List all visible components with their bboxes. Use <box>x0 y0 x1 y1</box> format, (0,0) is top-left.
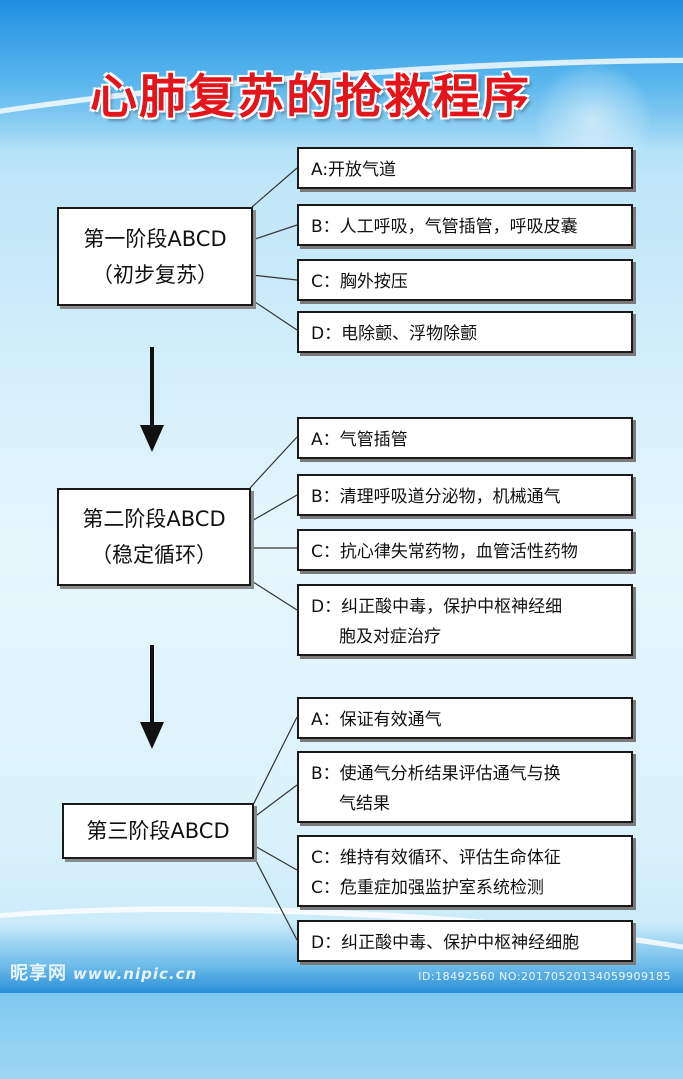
page-title: 心肺复苏的抢救程序 <box>90 70 531 125</box>
stage-3-item-a: A：保证有效通气 <box>297 697 633 739</box>
down-arrow-head <box>140 425 164 452</box>
item-line: C：胸外按压 <box>311 272 408 292</box>
stage-2-subtitle: （稳定循环） <box>91 543 217 567</box>
stage-1-item-d: D：电除颤、浮物除颤 <box>297 311 633 353</box>
stage-2-item-d: D：纠正酸中毒，保护中枢神经细 胞及对症治疗 <box>297 584 633 656</box>
stage-1-item-c: C：胸外按压 <box>297 259 633 301</box>
connector-line <box>251 224 298 241</box>
watermark-url: www.nipic.cn <box>73 965 198 983</box>
item-line: A：保证有效通气 <box>311 710 442 730</box>
stage-3-item-d: D：纠正酸中毒、保护中枢神经细胞 <box>297 920 633 962</box>
item-line: C：危重症加强监护室系统检测 <box>311 878 544 898</box>
item-line: B：清理呼吸道分泌物，机械通气 <box>311 487 561 507</box>
item-line: D：纠正酸中毒，保护中枢神经细 <box>311 597 563 617</box>
connector-line <box>251 299 298 331</box>
item-line: A:开放气道 <box>311 160 397 180</box>
connector-line <box>249 436 298 489</box>
connector-line <box>249 494 298 523</box>
stage-2-item-c: C：抗心律失常药物，血管活性药物 <box>297 529 633 571</box>
stage-2-box: 第二阶段ABCD （稳定循环） <box>57 488 251 586</box>
stage-3-item-b: B：使通气分析结果评估通气与换 气结果 <box>297 751 633 823</box>
stage-3-name: 第三阶段ABCD <box>86 819 230 843</box>
item-line: D：纠正酸中毒、保护中枢神经细胞 <box>311 933 580 953</box>
down-arrow-head <box>140 722 164 749</box>
connector-line <box>252 854 298 941</box>
item-line: C：维持有效循环、评估生命体征 <box>311 848 561 868</box>
item-line: D：电除颤、浮物除颤 <box>311 324 478 344</box>
stage-2-item-a: A：气管插管 <box>297 417 633 459</box>
watermark-brand-text: 昵享网 <box>10 963 67 984</box>
connector-line <box>252 716 298 806</box>
connector-line <box>252 784 298 819</box>
connector-line <box>249 579 298 611</box>
connector-line <box>251 167 298 208</box>
watermark-brand: 昵享网 www.nipic.cn <box>10 959 197 985</box>
stage-3-box: 第三阶段ABCD <box>62 803 254 859</box>
connector-line <box>252 844 298 871</box>
item-line: A：气管插管 <box>311 430 408 450</box>
watermark-id: ID:18492560 NO:20170520134059909185 <box>418 970 671 983</box>
stage-1-item-a: A:开放气道 <box>297 147 633 189</box>
stage-1-subtitle: （初步复苏） <box>92 262 218 287</box>
stage-2-item-b: B：清理呼吸道分泌物，机械通气 <box>297 474 633 516</box>
stage-1-item-b: B：人工呼吸，气管插管，呼吸皮囊 <box>297 204 633 246</box>
connector-lines <box>140 167 298 941</box>
item-line: B：使通气分析结果评估通气与换 <box>311 764 561 784</box>
connector-line <box>251 274 298 281</box>
stage-1-box: 第一阶段ABCD （初步复苏） <box>57 207 253 306</box>
stage-2-name: 第二阶段ABCD <box>82 507 226 531</box>
item-line: B：人工呼吸，气管插管，呼吸皮囊 <box>311 217 578 237</box>
stage-1-name: 第一阶段ABCD <box>83 226 227 251</box>
item-line: C：抗心律失常药物，血管活性药物 <box>311 542 578 562</box>
item-line: 胞及对症治疗 <box>339 627 441 647</box>
item-line: 气结果 <box>339 794 390 814</box>
stage-3-item-c: C：维持有效循环、评估生命体征 C：危重症加强监护室系统检测 <box>297 835 633 907</box>
